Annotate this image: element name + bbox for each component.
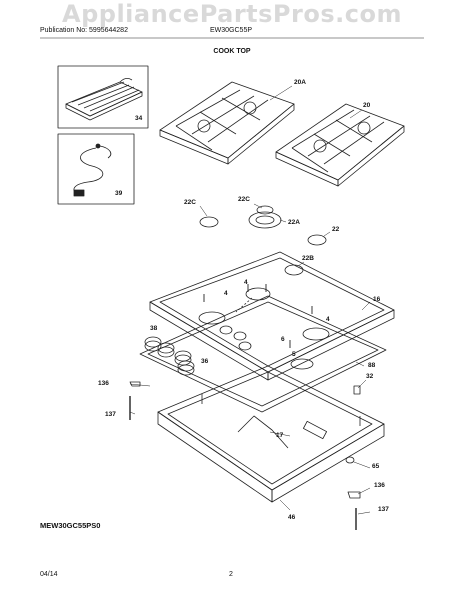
part-label: 65 <box>372 463 380 470</box>
power-cord-icon <box>73 143 112 197</box>
part-label: 22B <box>302 255 314 262</box>
part-label: 17 <box>276 432 284 439</box>
part-label: 88 <box>368 362 376 369</box>
screw-set <box>203 284 313 348</box>
part-label: 6 <box>281 336 285 343</box>
page-number: 2 <box>229 571 233 578</box>
part-label: 32 <box>366 373 374 380</box>
watermark: AppliancePartsPros.com <box>62 0 402 28</box>
part-65 <box>345 456 355 464</box>
diagram-code: MEW30GC55PS0 <box>40 521 101 530</box>
burner-cap-22b <box>284 264 304 276</box>
bracket-right <box>347 491 361 499</box>
part-label: 4 <box>224 290 228 297</box>
part-label: 46 <box>288 514 296 521</box>
part-label: 22C <box>184 199 196 206</box>
leader-lines <box>129 85 371 515</box>
part-label: 22 <box>332 226 340 233</box>
bracket-left <box>129 381 141 387</box>
part-label: 5 <box>292 351 296 358</box>
cooktop-surface <box>149 251 395 381</box>
model-number: EW30GC55P <box>210 27 253 34</box>
grate-left <box>159 81 295 165</box>
part-label: 22A <box>288 219 300 226</box>
burner-center <box>248 205 282 229</box>
part-label: 4 <box>244 279 248 286</box>
burner-cap-right <box>307 234 327 246</box>
burner-cap-left <box>199 216 219 228</box>
part-label: 137 <box>105 411 116 418</box>
griddle-inset <box>57 65 149 129</box>
griddle-icon <box>65 78 143 121</box>
part-label: 20 <box>363 102 371 109</box>
burner-box <box>157 365 385 503</box>
revision-date: 04/14 <box>40 571 58 578</box>
cord-inset <box>57 133 135 205</box>
part-label: 39 <box>115 190 123 197</box>
grate-right <box>275 103 405 187</box>
part-label: 136 <box>374 482 385 489</box>
part-label: 34 <box>135 115 143 122</box>
knob-set <box>144 336 195 376</box>
clip-32 <box>353 385 361 395</box>
part-label: 16 <box>373 296 381 303</box>
gasket <box>139 295 387 413</box>
part-label: 38 <box>150 325 158 332</box>
part-label: 22C <box>238 196 250 203</box>
section-title: COOK TOP <box>213 48 251 55</box>
part-label: 137 <box>378 506 389 513</box>
part-label: 4 <box>326 316 330 323</box>
part-label: 36 <box>201 358 209 365</box>
publication-number: Publication No: 5995644282 <box>40 27 128 34</box>
part-label: 136 <box>98 380 109 387</box>
part-label: 20A <box>294 79 306 86</box>
